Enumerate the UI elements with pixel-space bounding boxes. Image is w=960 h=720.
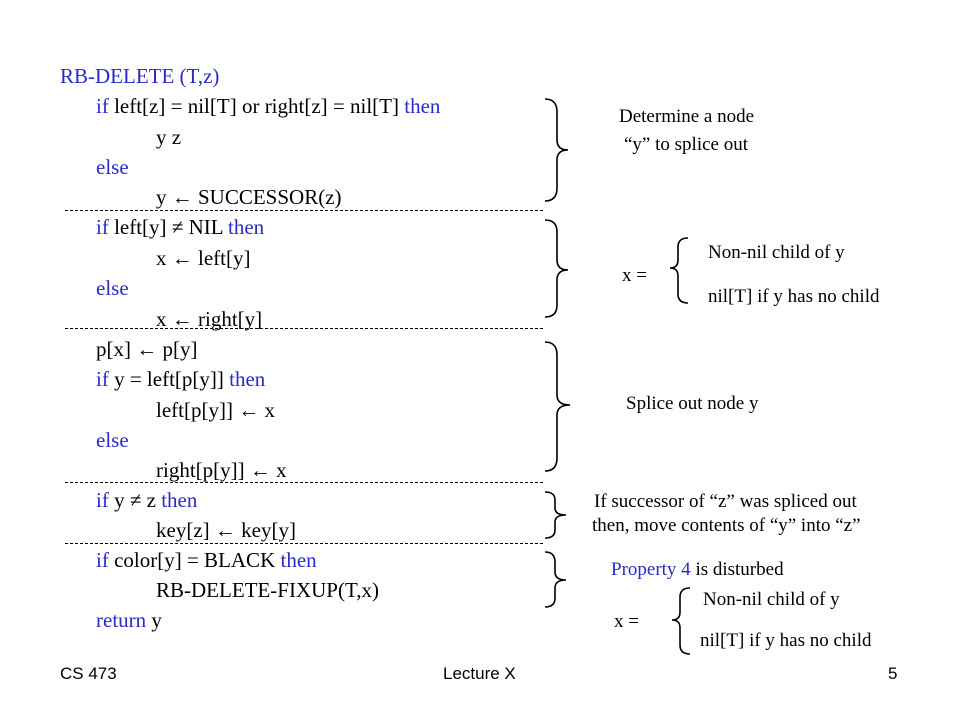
code-line-5: if left[y] ≠ NIL then [96, 214, 264, 240]
left-brace-icon [671, 587, 691, 655]
note-text: nil[T] if y has no child [708, 286, 880, 307]
note-option-1: Non-nil child of y [708, 240, 845, 266]
keyword-if: if [96, 215, 109, 239]
statement-text: right[p[y]] ← x [156, 458, 287, 482]
statement-text: left[p[y]] ← x [156, 398, 275, 422]
section-divider [65, 210, 543, 211]
note-option-2: nil[T] if y has no child [708, 284, 880, 310]
note-text: then, move contents of “y” into “z” [592, 515, 861, 536]
note-option-2b: nil[T] if y has no child [700, 628, 872, 654]
code-line-1: if left[z] = nil[T] or right[z] = nil[T]… [96, 93, 440, 119]
keyword-if: if [96, 548, 109, 572]
keyword-then: then [280, 548, 317, 572]
condition-text: left[z] = nil[T] or right[z] = nil[T] [114, 94, 399, 118]
right-brace-icon [544, 551, 567, 608]
right-brace-icon [544, 219, 569, 318]
note-property: Property 4 is disturbed [611, 557, 784, 583]
function-name: RB-DELETE (T,z) [60, 64, 220, 88]
footer-course: CS 473 [60, 664, 117, 683]
code-line-11: left[p[y]] ← x [156, 397, 275, 423]
statement-text: y z [156, 125, 182, 149]
code-line-17: RB-DELETE-FIXUP(T,x) [156, 577, 379, 603]
return-value: y [151, 608, 162, 632]
keyword-else: else [96, 155, 129, 179]
note-successor: If successor of “z” was spliced out [594, 489, 857, 515]
note-determine-node-2: “y” to splice out [624, 132, 748, 158]
note-text: x = [614, 611, 639, 632]
note-text: “y” to splice out [624, 134, 748, 155]
code-line-8: x ← right[y] [156, 306, 262, 332]
right-brace-icon [544, 491, 567, 539]
keyword-if: if [96, 94, 109, 118]
code-header: RB-DELETE (T,z) [60, 63, 219, 89]
keyword-if: if [96, 367, 109, 391]
note-highlight: Property 4 [611, 559, 691, 580]
code-line-13: right[p[y]] ← x [156, 457, 287, 483]
code-line-7: else [96, 275, 129, 301]
code-line-10: if y = left[p[y]] then [96, 366, 265, 392]
note-option-1b: Non-nil child of y [703, 587, 840, 613]
statement-text: x ← left[y] [156, 246, 251, 270]
note-determine-node: Determine a node [619, 104, 754, 130]
footer-page-number: 5 [888, 664, 898, 683]
right-brace-icon [544, 341, 571, 472]
code-line-6: x ← left[y] [156, 245, 250, 271]
note-x-equals-2: x = [614, 609, 639, 635]
condition-text: color[y] = BLACK [114, 548, 276, 572]
condition-text: left[y] ≠ NIL [114, 215, 223, 239]
statement-text: x ← right[y] [156, 307, 263, 331]
section-divider [65, 328, 543, 329]
keyword-else: else [96, 276, 129, 300]
code-line-15: key[z] ← key[y] [156, 517, 296, 543]
statement-text: key[z] ← key[y] [156, 518, 296, 542]
code-line-14: if y ≠ z then [96, 487, 197, 513]
code-line-2: y z [156, 124, 181, 150]
keyword-then: then [404, 94, 441, 118]
keyword-if: if [96, 488, 109, 512]
statement-text: p[x] ← p[y] [96, 337, 198, 361]
footer-lecture: Lecture X [443, 664, 516, 683]
note-splice-out: Splice out node y [626, 391, 758, 417]
statement-text: y ← SUCCESSOR(z) [156, 185, 342, 209]
section-divider [65, 543, 543, 544]
code-line-9: p[x] ← p[y] [96, 336, 197, 362]
note-text: Splice out node y [626, 393, 759, 414]
code-line-18: return y [96, 607, 162, 633]
note-successor-2: then, move contents of “y” into “z” [592, 513, 861, 539]
keyword-return: return [96, 608, 147, 632]
keyword-else: else [96, 428, 129, 452]
keyword-then: then [229, 367, 266, 391]
keyword-then: then [161, 488, 198, 512]
code-line-4: y ← SUCCESSOR(z) [156, 184, 342, 210]
note-text: Non-nil child of y [703, 589, 840, 610]
code-line-12: else [96, 427, 129, 453]
note-text: If successor of “z” was spliced out [594, 491, 857, 512]
note-text: is disturbed [695, 559, 784, 580]
condition-text: y = left[p[y]] [114, 367, 224, 391]
statement-text: RB-DELETE-FIXUP(T,x) [156, 578, 379, 602]
code-line-16: if color[y] = BLACK then [96, 547, 317, 573]
note-text: nil[T] if y has no child [700, 630, 872, 651]
code-line-3: else [96, 154, 129, 180]
note-text: x = [622, 265, 647, 286]
right-brace-icon [544, 98, 569, 202]
note-text: Non-nil child of y [708, 242, 845, 263]
note-text: Determine a node [619, 106, 755, 127]
condition-text: y ≠ z [114, 488, 156, 512]
keyword-then: then [228, 215, 265, 239]
note-x-equals: x = [622, 263, 647, 289]
left-brace-icon [669, 237, 689, 304]
section-divider [65, 482, 543, 483]
